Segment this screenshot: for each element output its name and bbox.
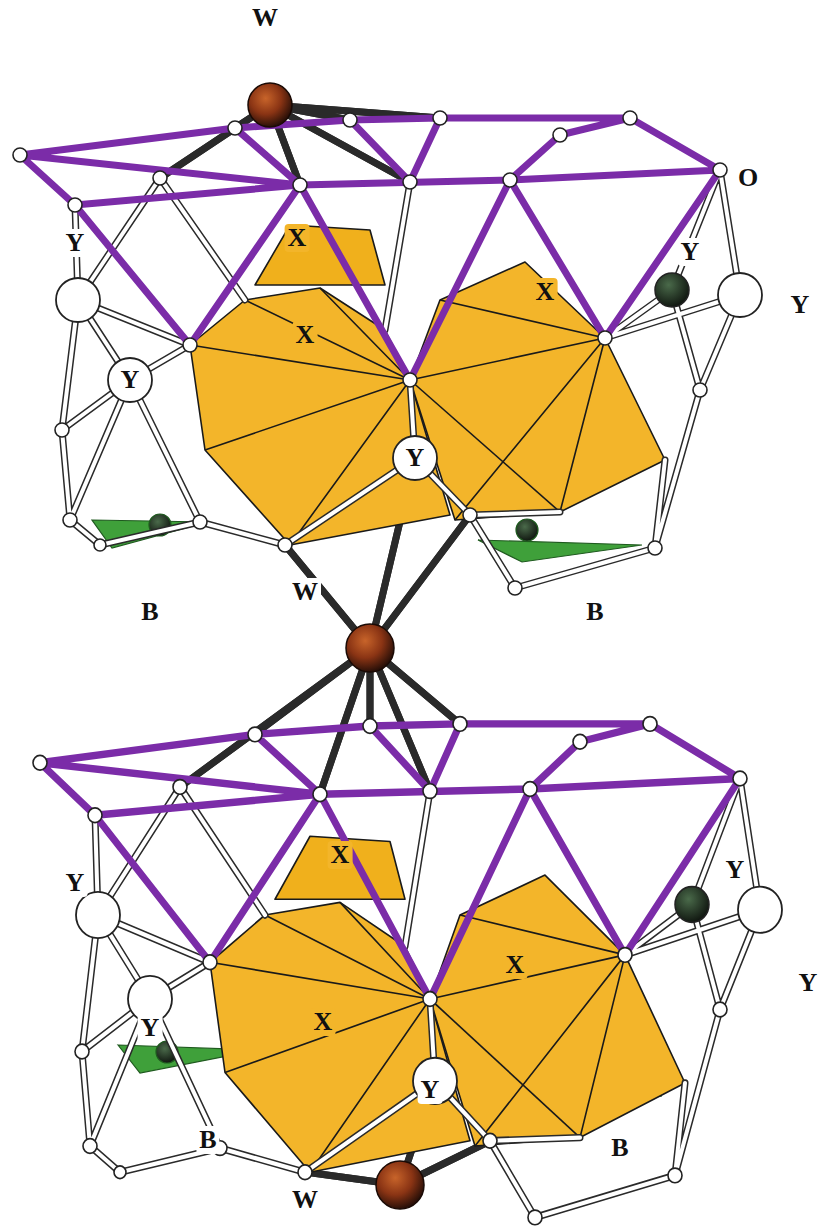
site-label: X: [311, 1008, 336, 1036]
site-label: X: [285, 224, 310, 252]
site-label: W: [289, 1186, 321, 1214]
site-label: X: [503, 951, 528, 979]
lower-unit: [33, 717, 782, 1225]
site-label: Y: [138, 1014, 163, 1042]
site-label: Y: [118, 366, 143, 394]
site-label: Y: [788, 291, 813, 319]
site-label: Y: [723, 856, 748, 884]
site-label: O: [735, 164, 761, 192]
site-label: Y: [63, 869, 88, 897]
site-label: X: [293, 321, 318, 349]
site-label: B: [608, 1134, 631, 1162]
site-label: Y: [678, 238, 703, 266]
site-label: X: [533, 278, 558, 306]
site-label: B: [196, 1126, 219, 1154]
site-label: Y: [63, 229, 88, 257]
site-label: Y: [796, 969, 821, 997]
upper-unit: [13, 111, 762, 595]
site-label: W: [289, 578, 321, 606]
site-label: Y: [418, 1076, 443, 1104]
site-label: W: [249, 4, 281, 32]
site-label: Y: [403, 444, 428, 472]
w-spheres: [248, 83, 424, 1209]
site-label: B: [583, 598, 606, 626]
site-label: X: [328, 841, 353, 869]
site-label: B: [138, 598, 161, 626]
